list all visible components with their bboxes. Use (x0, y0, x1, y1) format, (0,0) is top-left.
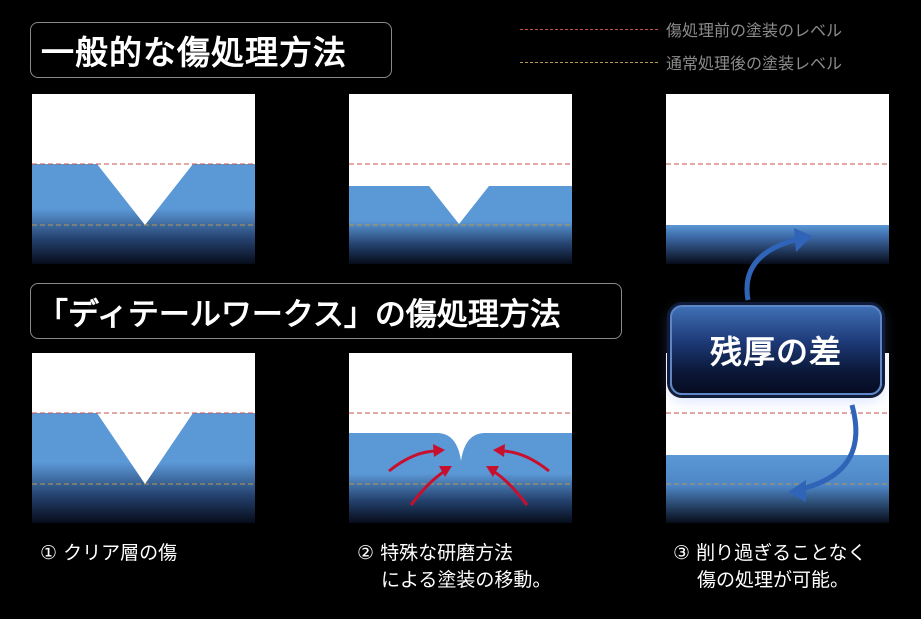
caption-step-3-line-2: 傷の処理が可能。 (697, 569, 850, 591)
panel-general-scratch (32, 94, 255, 264)
paint-movement-arrows (388, 444, 550, 506)
legend-after-level: 通常処理後の塗装レベル (520, 51, 910, 73)
detailworks-method-title-text: 「ディテールワークス」の傷処理方法 (37, 296, 561, 333)
caption-step-1-text: ① クリア層の傷 (40, 542, 178, 564)
before-level-line-sample (520, 28, 658, 30)
caption-step-2-line-1: ② 特殊な研磨方法 (357, 542, 514, 564)
caption-step-3: ③ 削り過ぎることなく 傷の処理が可能。 (673, 540, 867, 594)
panel-detailworks-scratch (32, 353, 255, 523)
panel-general-sanded (349, 94, 572, 264)
caption-step-2: ② 特殊な研磨方法 による塗装の移動。 (357, 540, 551, 594)
after-level-line-sample (520, 61, 658, 63)
general-method-title: 一般的な傷処理方法 (30, 22, 392, 78)
badge-label: 残厚の差 (709, 333, 842, 371)
remaining-thickness-badge: 残厚の差 (670, 305, 882, 395)
caption-step-2-line-2: による塗装の移動。 (381, 569, 552, 591)
after-level-label: 通常処理後の塗装レベル (666, 54, 843, 73)
caption-step-3-line-1: ③ 削り過ぎることなく (673, 542, 867, 564)
before-level-label: 傷処理前の塗装のレベル (666, 21, 843, 40)
caption-step-1: ① クリア層の傷 (40, 540, 177, 567)
legend-before-level: 傷処理前の塗装のレベル (520, 18, 910, 40)
general-method-title-text: 一般的な傷処理方法 (41, 33, 347, 72)
detailworks-method-title: 「ディテールワークス」の傷処理方法 (30, 283, 622, 339)
panel-detailworks-moving (349, 353, 572, 523)
